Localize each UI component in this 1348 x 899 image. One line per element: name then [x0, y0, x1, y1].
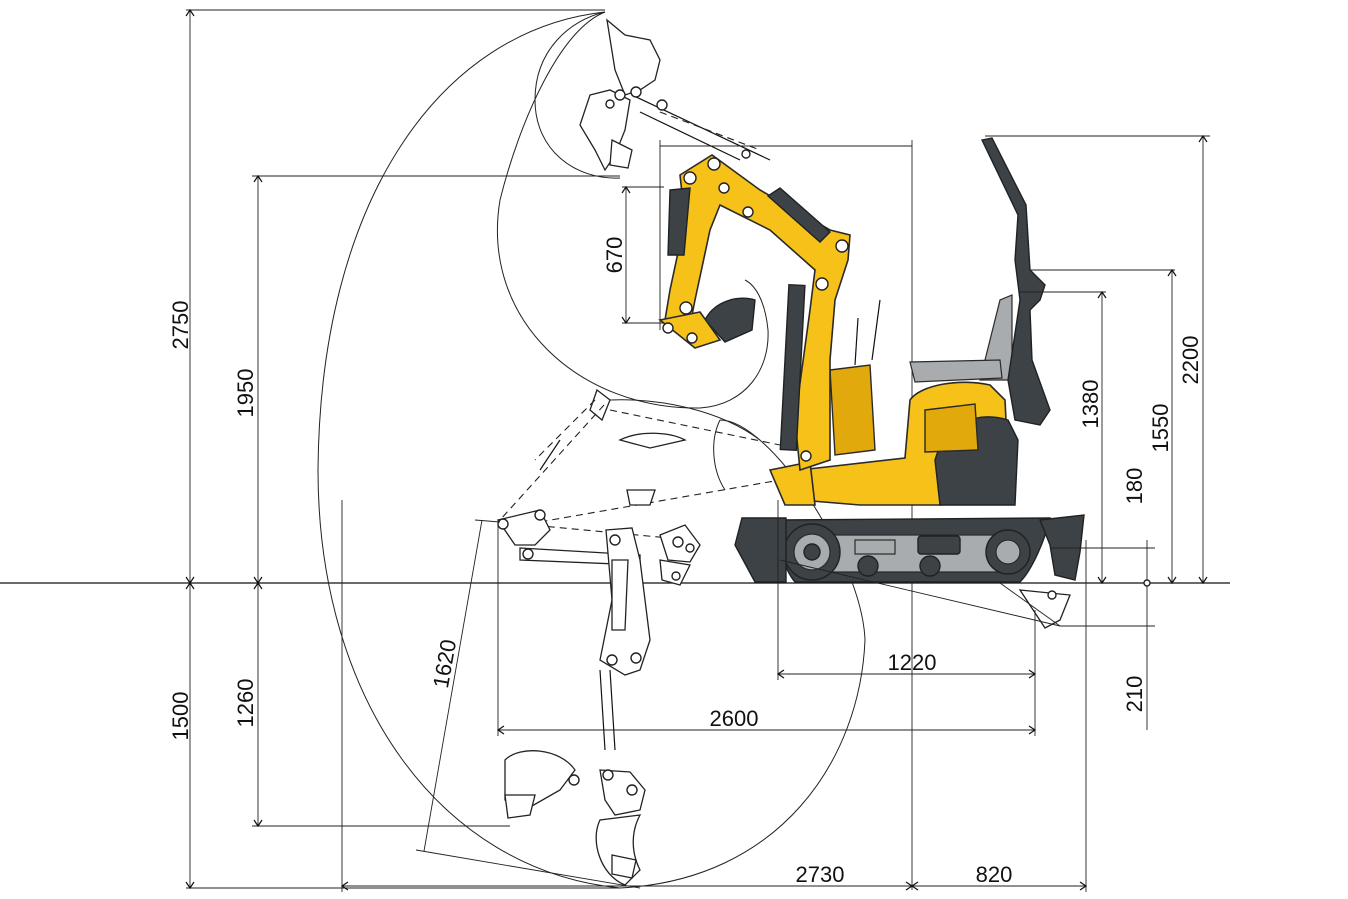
dimension-labels: 2750 1500 1950 1260 670 1620 2600 1220 2… — [168, 237, 1203, 887]
label-max-height: 2750 — [168, 301, 193, 350]
rops-frame — [980, 137, 1051, 426]
bucket-ghost-left — [504, 589, 1071, 819]
arm-ghost-lower — [595, 527, 651, 886]
working-range-envelope — [317, 11, 866, 889]
bucket — [704, 297, 756, 343]
label-min-swing-radius: 1220 — [888, 650, 937, 675]
label-vertical-wall-depth: 1620 — [428, 637, 461, 690]
label-max-dump-height: 1950 — [233, 369, 258, 418]
dimension-lines — [185, 8, 1210, 892]
boom — [664, 154, 851, 472]
label-max-dig-depth: 1500 — [168, 692, 193, 741]
label-blade-depth: 210 — [1122, 676, 1147, 713]
label-rops-height: 1550 — [1148, 404, 1173, 453]
label-max-reach-ground: 2730 — [796, 862, 845, 887]
arm-ghost-upper — [579, 18, 771, 172]
operator-seat — [979, 294, 1013, 381]
label-blade-lift: 180 — [1122, 468, 1147, 505]
label-digging-reach: 2600 — [710, 706, 759, 731]
dozer-blade — [734, 517, 787, 583]
label-dipper-arm-dim: 670 — [602, 237, 627, 274]
label-rear-radius: 820 — [976, 862, 1013, 887]
excavator-machine — [658, 137, 1085, 583]
label-seat-height: 1380 — [1078, 380, 1103, 429]
label-max-vertical-dig-depth: 1260 — [233, 679, 258, 728]
label-overall-height: 2200 — [1178, 336, 1203, 385]
